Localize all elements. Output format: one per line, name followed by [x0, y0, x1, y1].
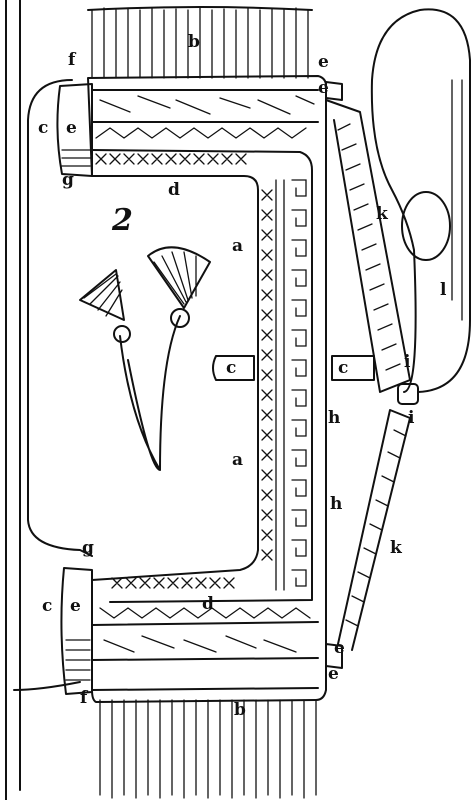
- label-i1: i: [404, 352, 411, 372]
- top-fringe: [87, 6, 313, 79]
- mid-tie-right: [331, 355, 375, 381]
- tassel-cord: [119, 315, 181, 471]
- label-d-bottom: d: [202, 594, 214, 614]
- label-b-top: b: [188, 32, 200, 52]
- roll-bottom-left: [60, 567, 93, 695]
- bottom-fringe: [99, 699, 317, 799]
- label-e-right-top: e: [318, 52, 329, 72]
- label-e-left-bottom: e: [70, 596, 81, 616]
- label-b-bottom: b: [234, 700, 246, 720]
- label-h1: h: [328, 408, 341, 428]
- mid-tie-left: [212, 355, 255, 381]
- label-a2: a: [232, 450, 244, 470]
- label-e-left-top: e: [66, 118, 77, 138]
- label-c-left-bottom: c: [42, 596, 53, 616]
- left-thong: [27, 79, 93, 557]
- label-e-right-top2: e: [318, 78, 329, 98]
- label-h2: h: [330, 494, 343, 514]
- shoulder-strap-upper: [325, 99, 411, 393]
- loop-strap: [370, 8, 471, 393]
- right-tie-bottom: [325, 643, 343, 669]
- label-d-top: d: [168, 180, 180, 200]
- label-g-bottom: g: [82, 538, 94, 558]
- ring: [397, 383, 419, 405]
- label-l: l: [440, 280, 447, 300]
- label-g-top: g: [62, 170, 74, 190]
- label-c-mid-right: c: [338, 358, 349, 378]
- tassel-left: [79, 269, 131, 343]
- label-f-top: f: [68, 50, 76, 70]
- label-c-left-top: c: [38, 118, 49, 138]
- shoulder-strap-lower: [337, 409, 411, 651]
- label-a1: a: [232, 236, 244, 256]
- label-e-right-bottom: e: [334, 638, 345, 658]
- right-tie-top: [325, 81, 343, 101]
- label-k1: k: [376, 204, 388, 224]
- label-i2: i: [408, 408, 415, 428]
- label-c-mid-left: c: [226, 358, 237, 378]
- label-f-bottom: f: [80, 688, 88, 708]
- tassel-right: [147, 246, 211, 328]
- roll-top-left: [56, 83, 93, 177]
- figure-number: 2: [112, 203, 133, 238]
- label-k2: k: [390, 538, 402, 558]
- label-e-right-bottom2: e: [328, 664, 339, 684]
